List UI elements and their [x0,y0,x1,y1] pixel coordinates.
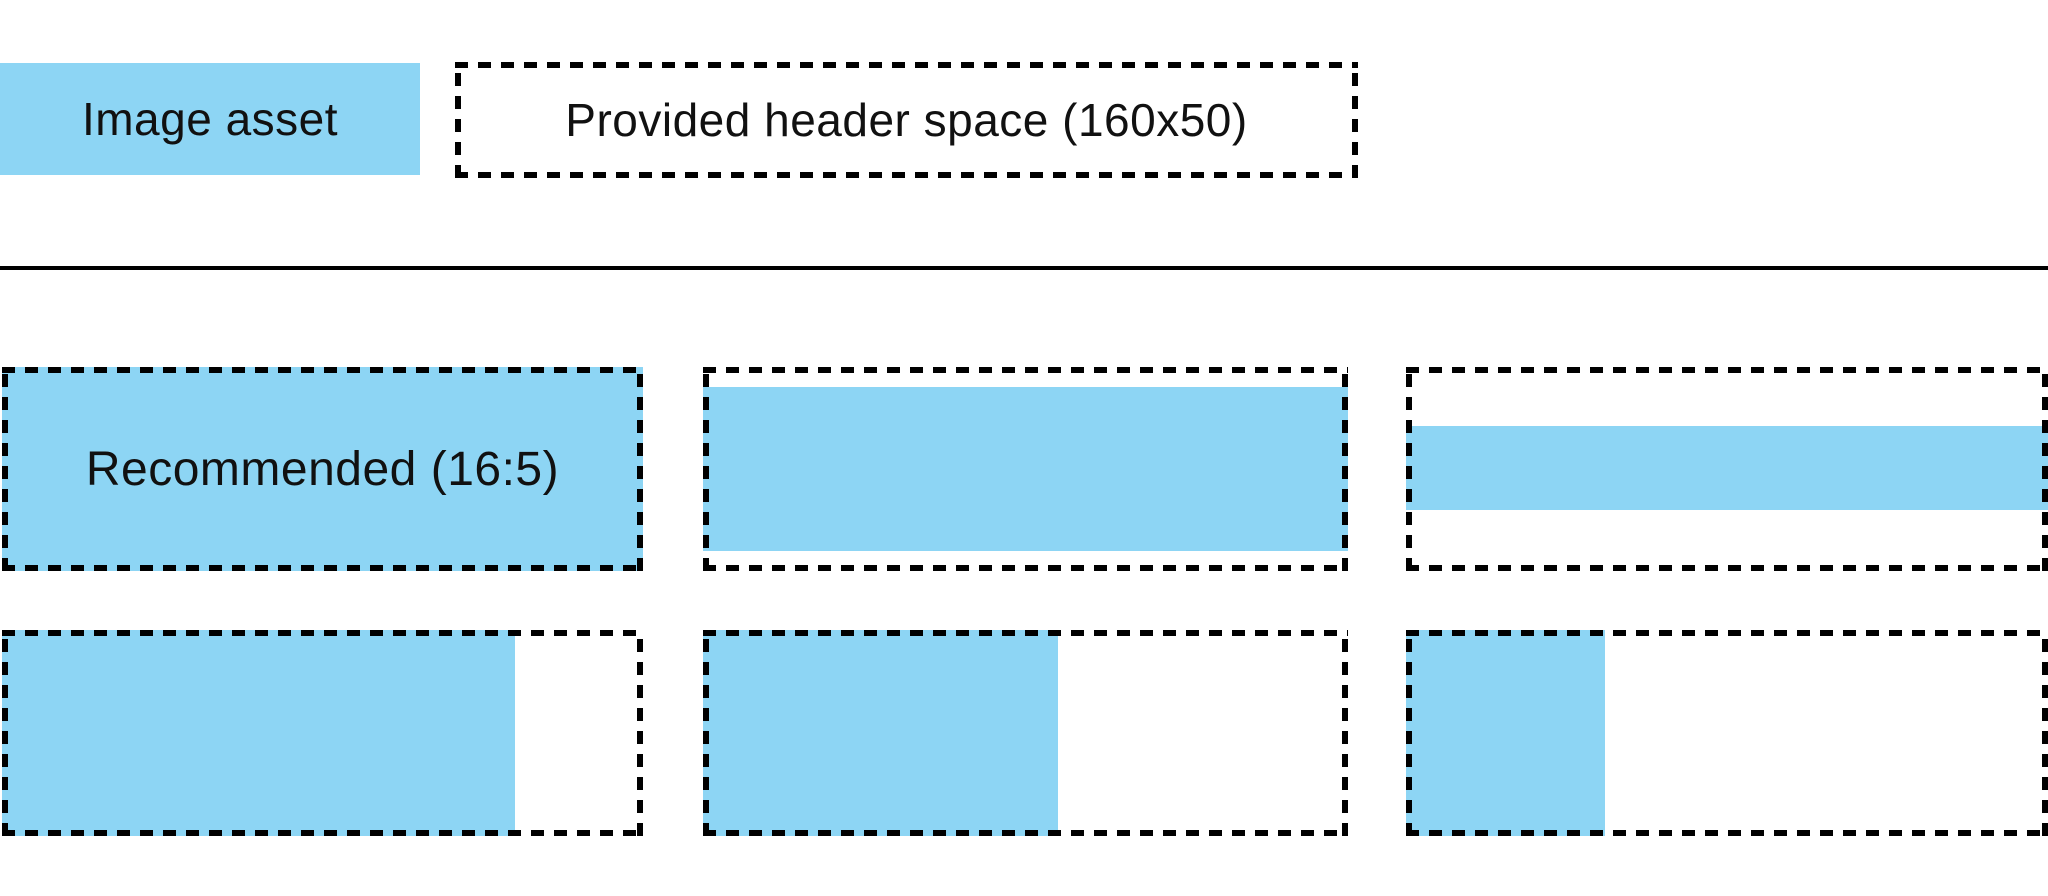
legend-header-space-label: Provided header space (160x50) [565,94,1248,146]
example-label [703,367,1348,571]
legend-image-asset-label: Image asset [81,93,339,145]
legend-header-space-box: Provided header space (160x50) [455,62,1358,178]
example-full-height-wide [2,630,643,836]
example-label: Recommended (16:5) [85,442,560,496]
example-label [703,630,1348,836]
example-label [1406,630,2048,836]
example-label [2,630,643,836]
example-full-height-half [703,630,1348,836]
example-full-width-strip [1406,367,2048,571]
example-label [1406,367,2048,571]
example-full-height-narrow [1406,630,2048,836]
legend-image-asset-swatch: Image asset [0,63,420,175]
example-recommended-16-5: Recommended (16:5) [2,367,643,571]
section-divider [0,266,2048,270]
example-full-width-shorter [703,367,1348,571]
